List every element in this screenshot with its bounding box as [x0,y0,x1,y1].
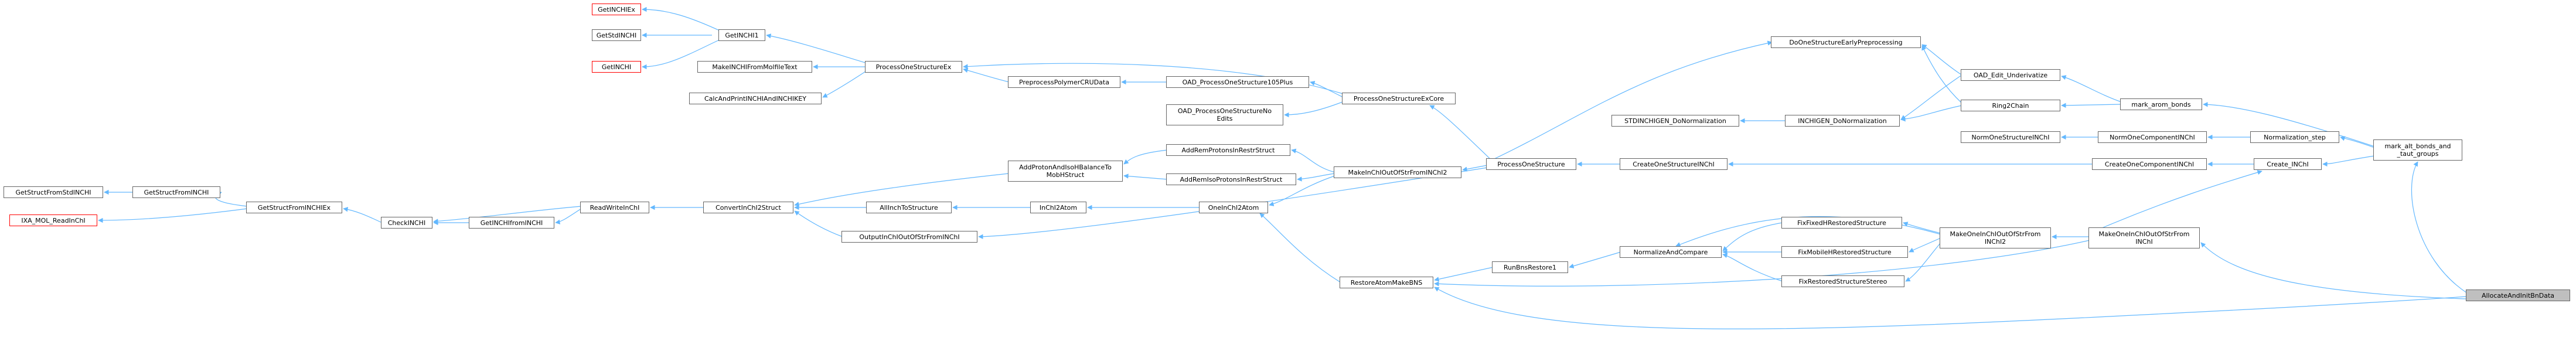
node-outputinchioutofstrfrominchi[interactable]: OutputInChIOutOfStrFromINChI [841,231,977,243]
call-edge [1434,287,2468,329]
node-getstdinchi[interactable]: GetStdINCHI [592,29,641,41]
node-oad-processonestructure105plus[interactable]: OAD_ProcessOneStructure105Plus [1166,76,1309,88]
node-ring2chain[interactable]: Ring2Chain [1961,100,2060,111]
call-edge [794,173,1010,207]
call-edge [1921,45,1962,104]
node-makeoneinchioutofstrfrominchi2[interactable]: MakeOneInChIOutOfStrFrom INChI2 [1940,227,2051,248]
call-edge [98,208,248,223]
node-calcandprintinchiandinchikey[interactable]: CalcAndPrintINCHIAndINCHIKEY [689,93,822,104]
call-edge [1921,44,1962,76]
node-processonestructureex[interactable]: ProcessOneStructureEx [865,61,962,73]
call-edge [1909,237,1941,253]
node-getstructfrominchiex[interactable]: GetStructFromINCHIEx [246,202,342,213]
node-addremprotonsinrestrstruct[interactable]: AddRemProtonsInRestrStruct [1166,144,1290,156]
node-inchigen-donormalization[interactable]: INCHIGEN_DoNormalization [1785,115,1900,127]
call-edge [1291,148,1335,173]
call-edge [2340,136,2375,148]
call-edge [1429,105,1494,162]
node-makeinchifrommolfiletext[interactable]: MakeINCHIFromMolfileText [697,61,812,73]
node-makeinchioutofstrfrominchi2[interactable]: MakeInChIOutOfStrFromINChI2 [1334,166,1461,178]
node-getinchi[interactable]: GetINCHI [592,61,641,73]
node-makeoneinchioutofstrfrominchi[interactable]: MakeOneInChIOutOfStrFrom INChI [2088,227,2200,248]
call-edge [642,38,723,70]
call-edge [963,67,1010,83]
call-edge [2200,242,2468,299]
call-edge [1269,175,1335,206]
node-oneinchi2atom[interactable]: OneInChI2Atom [1199,202,1268,213]
call-edge [642,6,723,32]
node-fixrestoredstructurestereo[interactable]: FixRestoredStructureStereo [1781,275,1904,287]
call-edge [2089,170,2262,234]
node-fixmobilehrestoredstructure[interactable]: FixMobileHRestoredStructure [1781,246,1908,258]
call-edge [822,70,868,98]
call-edge [1722,222,1783,251]
call-edge [1900,105,1962,122]
node-createonestructureinchi[interactable]: CreateOneStructureINChI [1620,158,1727,170]
node-getstructfrominchi[interactable]: GetStructFromINCHI [132,186,220,198]
call-edge [1123,149,1168,165]
node-convertinchi2struct[interactable]: ConvertInChI2Struct [703,202,793,213]
call-edge [1493,40,1773,160]
call-edge [2203,102,2375,147]
call-edge [794,210,843,237]
call-edge [1462,165,1488,172]
node-readwriteinchi[interactable]: ReadWriteInChI [580,202,649,213]
call-edge [555,208,582,224]
node-inchi2atom[interactable]: InChI2Atom [1030,202,1086,213]
call-edge [2322,155,2375,167]
call-edge [766,33,868,64]
node-preprocesspolymercrudata[interactable]: PreprocessPolymerCRUData [1008,76,1120,88]
node-addprotonandisohbalancetomobhstruct[interactable]: AddProtonAndIsoHBalanceTo MobHStruct [1008,161,1123,182]
node-allinchtostructure[interactable]: AllInchToStructure [866,202,952,213]
call-edge [2061,103,2122,108]
call-edge [1900,74,1962,120]
node-getinchifrominchi[interactable]: GetINCHIfromINCHI [469,217,554,229]
node-normonecomponentinchi[interactable]: NormOneComponentINChI [2098,131,2207,143]
call-edge [433,206,582,224]
node-restoreatommakebns[interactable]: RestoreAtomMakeBNS [1340,277,1433,288]
node-normalization-step[interactable]: Normalization_step [2250,131,2339,143]
call-edge [343,207,383,223]
call-edge [1297,173,1335,182]
node-ixa-mol-readinchi[interactable]: IXA_MOL_ReadInChI [9,214,97,226]
node-checkinchi[interactable]: CheckINCHI [381,217,432,229]
call-edge [978,167,1488,239]
call-edge [1434,240,2090,287]
call-edge [1259,213,1341,283]
node-createonecomponentinchi[interactable]: CreateOneComponentINChI [2092,158,2207,170]
call-edge [1905,242,1941,282]
node-mark-arom-bonds[interactable]: mark_arom_bonds [2120,98,2202,110]
node-normalizeandcompare[interactable]: NormalizeAndCompare [1620,246,1722,258]
node-oad-processonestructurenoedits[interactable]: OAD_ProcessOneStructureNo Edits [1166,104,1283,125]
node-processonestructureexcore[interactable]: ProcessOneStructureExCore [1342,93,1456,104]
node-normonestructureinchi[interactable]: NormOneStructureINChI [1961,131,2060,143]
node-getstructfromstdinchi[interactable]: GetStructFromStdINCHI [4,186,103,198]
call-edge [1123,173,1168,180]
node-allocateandinitbndata: AllocateAndInitBnData [2466,289,2570,301]
call-edge [1569,251,1621,268]
call-edge [2411,161,2468,294]
node-doonestructureearlypreprocessing[interactable]: DoOneStructureEarlyPreprocessing [1771,36,1921,48]
call-edge [1434,267,1494,282]
call-edge [1903,222,1941,234]
node-addremisoprotonsinrestrstruct[interactable]: AddRemIsoProtonsInRestrStruct [1166,173,1296,185]
call-edge [2061,75,2122,103]
node-runbnsrestore1[interactable]: RunBnsRestore1 [1492,261,1568,273]
node-create-inchi[interactable]: Create_INChI [2254,158,2322,170]
node-getinchi1[interactable]: GetINCHI1 [718,29,765,41]
node-getinchiex[interactable]: GetINCHIEx [592,4,641,15]
node-fixfixedhrestoredstructure[interactable]: FixFixedHRestoredStructure [1781,217,1902,229]
call-edge [1284,100,1346,118]
node-processonestructure[interactable]: ProcessOneStructure [1486,158,1576,170]
node-mark-alt-bonds-and-taut-groups[interactable]: mark_alt_bonds_and _taut_groups [2373,139,2462,161]
call-edge [1722,253,1783,282]
node-stdinchigen-donormalization[interactable]: STDINCHIGEN_DoNormalization [1611,115,1739,127]
call-edge [1310,81,1346,99]
node-oad-edit-underivatize[interactable]: OAD_Edit_Underivatize [1961,69,2060,81]
